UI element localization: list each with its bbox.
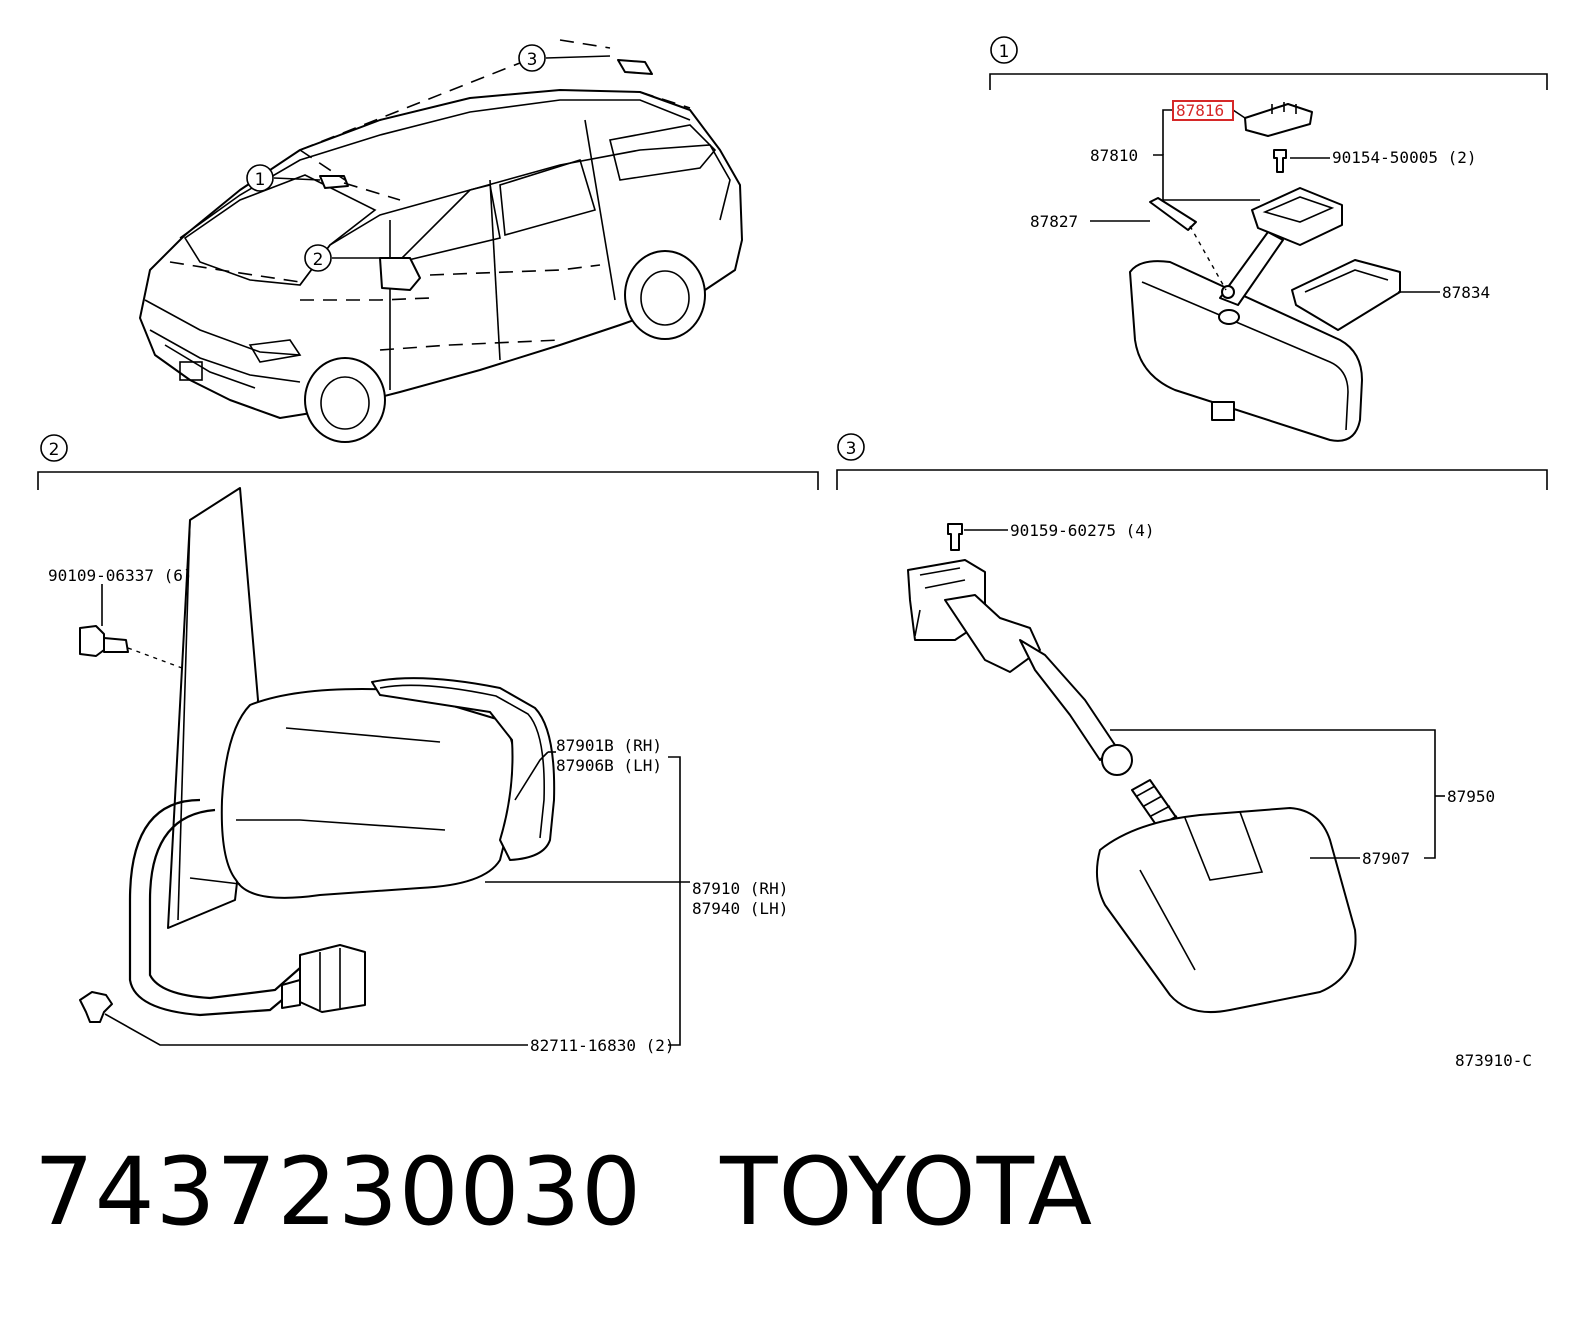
highlight-box-87816: [1172, 100, 1234, 121]
footer: 7437230030 TOYOTA: [34, 1138, 1093, 1248]
mirror-glass: [371, 677, 556, 861]
brand-name: TOYOTA: [720, 1138, 1094, 1247]
section-1-bracket: [989, 73, 1548, 90]
section-1-number: 1: [999, 42, 1010, 62]
under-mirror: [1095, 807, 1357, 1014]
label-87907: 87907: [1362, 849, 1410, 868]
label-90159-60275: 90159-60275 (4): [1010, 521, 1155, 540]
inner-mirror: [1129, 260, 1363, 442]
label-87950: 87950: [1447, 787, 1495, 806]
section-1-inner-mirror: 1 87816 87810 90154-: [989, 36, 1548, 442]
section-3-number: 3: [846, 439, 857, 459]
label-87906b-lh: 87906B (LH): [556, 756, 662, 775]
mirror-housing: [220, 688, 517, 899]
label-87910-rh: 87910 (RH): [692, 879, 788, 898]
part-number: 7437230030: [34, 1138, 643, 1247]
label-87810: 87810: [1090, 146, 1138, 165]
part-87834-cover: [1291, 259, 1401, 331]
figure-code: 873910-C: [1455, 1051, 1532, 1070]
label-87901b-rh: 87901B (RH): [556, 736, 662, 755]
label-82711-16830: 82711-16830 (2): [530, 1036, 675, 1055]
label-87827: 87827: [1030, 212, 1078, 231]
section-3-under-mirror: 3 90159-60275 (4) 87950 87907: [836, 433, 1548, 1014]
section-2-bracket: [37, 471, 819, 490]
vehicle-overview: 1 2 3: [139, 39, 743, 443]
label-90154-50005: 90154-50005 (2): [1332, 148, 1477, 167]
part-87816-clip: [1244, 103, 1313, 137]
section-3-bracket: [836, 469, 1548, 490]
label-87940-lh: 87940 (LH): [692, 899, 788, 918]
label-87834: 87834: [1442, 283, 1490, 302]
section-2-number: 2: [49, 440, 60, 460]
label-90109-06337: 90109-06337 (6): [48, 566, 193, 585]
section-2-outer-mirror: 2 90109-06337 (6) 87901B (RH): [37, 434, 819, 1055]
label-87816: 87816: [1176, 101, 1224, 120]
callout-3: 3: [527, 50, 538, 70]
callout-2: 2: [313, 250, 324, 270]
callout-1: 1: [255, 170, 266, 190]
